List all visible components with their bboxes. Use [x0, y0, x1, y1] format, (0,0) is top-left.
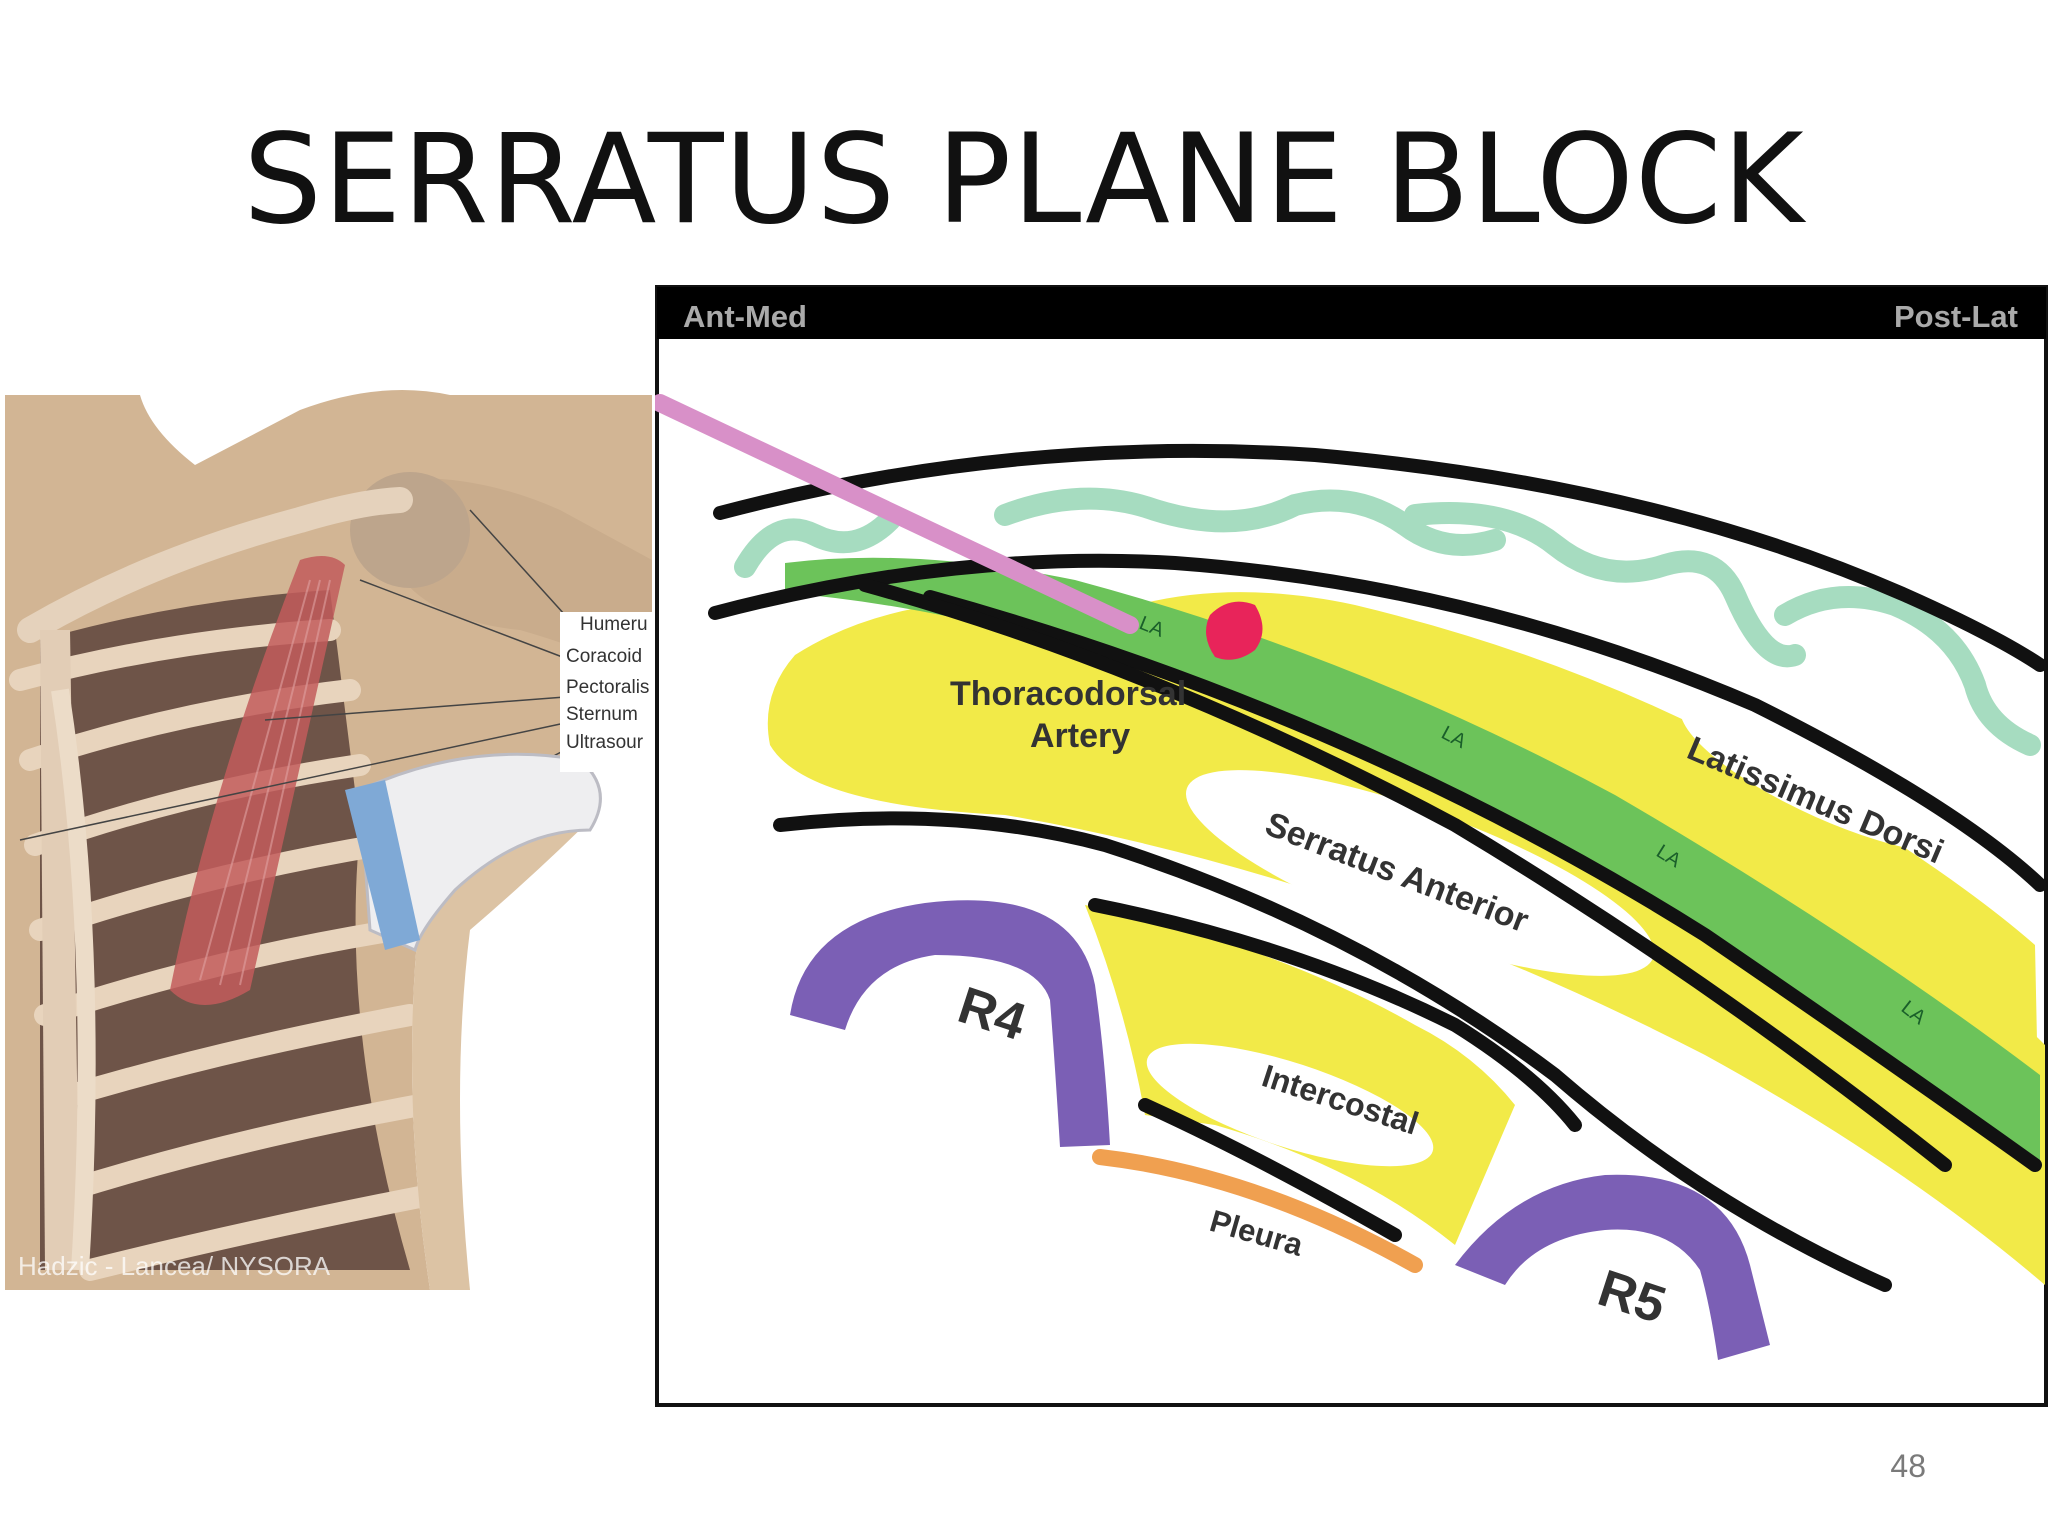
skin-layer-waves: [734, 487, 2041, 756]
thoracodorsal-artery-dot: [1206, 601, 1263, 660]
slide-title: SERRATUS PLANE BLOCK: [243, 108, 1805, 252]
label-pectoralis: Pectoralis: [566, 677, 649, 698]
pleura-line: [1092, 1149, 1423, 1273]
serratus-ellipse: [1185, 770, 1655, 976]
label-sternum: Sternum: [566, 704, 638, 725]
serratus-muscle-area: [767, 600, 2045, 1285]
needle: [655, 394, 1139, 634]
humeral-head: [350, 472, 470, 588]
clavicle-shape: [17, 487, 413, 643]
header-post-lat: Post-Lat: [1894, 299, 2018, 334]
header-ant-med: Ant-Med: [683, 299, 807, 334]
rib-r4: [790, 900, 1110, 1147]
label-coracoid: Coracoid: [566, 646, 642, 667]
chest-anatomy-illustration: Humeru Coracoid Pectoralis Sternum Ultra…: [0, 390, 660, 1300]
latissimus-ellipse: [1680, 691, 1990, 855]
intercostal-ellipse: [1146, 1043, 1434, 1167]
label-ultrasound: Ultrasour: [566, 732, 644, 753]
ultrasound-schematic: Ant-Med Post-Lat LA LA LA LA Thoracodors…: [655, 285, 2048, 1407]
ultrasound-probe-illustration: [345, 752, 602, 953]
illustration-credit: Hadzic - Lancea/ NYSORA: [18, 1251, 331, 1281]
pectoralis-muscle: [170, 556, 345, 1005]
rib-r5: [1455, 1174, 1770, 1360]
fascia-lines: [708, 443, 2047, 1292]
label-humerus: Humeru: [580, 614, 648, 635]
label-thoracodorsal: Thoracodorsal: [950, 675, 1186, 713]
label-artery: Artery: [1030, 717, 1130, 755]
header-bar: [657, 287, 2046, 339]
page-number: 48: [1890, 1448, 1926, 1484]
